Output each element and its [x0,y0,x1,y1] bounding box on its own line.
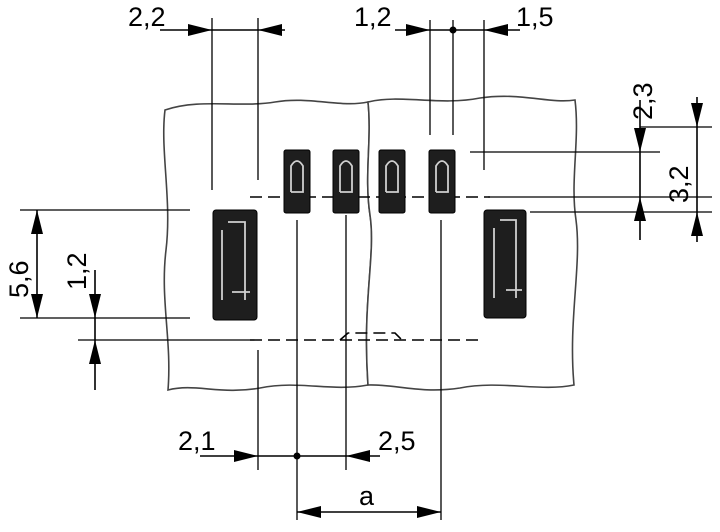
arrow-left-outer-a [31,210,43,234]
dim-top-left-spacing: 2,2 [128,2,166,32]
dim-bottom-right: 2,5 [378,426,416,456]
arrow-right-lower-b [691,212,703,236]
pin-pad-2 [332,149,360,214]
dim-dot-bottom [293,452,301,460]
arrow-top-right-a [406,24,430,36]
pin-pad-1 [283,149,311,214]
dash-line-lower-step [339,332,403,341]
arrow-top-left-b [258,24,282,36]
pin-pad-3 [378,149,406,214]
pin-pad-4-detail [435,160,449,193]
right-large-pad-detail [493,219,522,298]
pin-pad-4 [428,149,456,214]
arrow-pitch-a [297,506,321,518]
pin-pad-3-detail [385,160,399,193]
dim-pitch: a [359,481,375,511]
arrow-right-lower-a [691,103,703,127]
arrow-right-upper-a [634,128,646,152]
dim-bottom-left: 2,1 [178,426,216,456]
arrow-top-right-b [484,24,508,36]
pin-pad-2-detail [339,160,353,193]
right-board-outline [365,95,579,391]
pin-pad-1-detail [290,160,304,193]
arrow-left-inner-b [89,340,101,364]
arrow-pitch-b [417,506,441,518]
dim-left-inner: 1,2 [62,252,92,290]
left-large-pad-detail [221,221,250,300]
right-large-pad [483,209,527,319]
left-large-pad [212,209,258,321]
dim-right-lower: 3,2 [664,165,694,203]
dim-top-pin-gap: 1,5 [516,2,554,32]
arrow-bottom-b [346,450,370,462]
dim-right-upper: 2,3 [628,82,658,120]
arrow-bottom-a [234,450,258,462]
dim-dot-top-right [449,26,457,34]
dim-top-pin-width: 1,2 [354,2,392,32]
left-board-outline [162,99,373,392]
dim-left-outer: 5,6 [4,260,34,298]
arrow-top-left-a [188,24,212,36]
arrow-left-inner-a [89,294,101,318]
arrow-right-upper-b [634,197,646,221]
arrow-left-outer-b [31,294,43,318]
